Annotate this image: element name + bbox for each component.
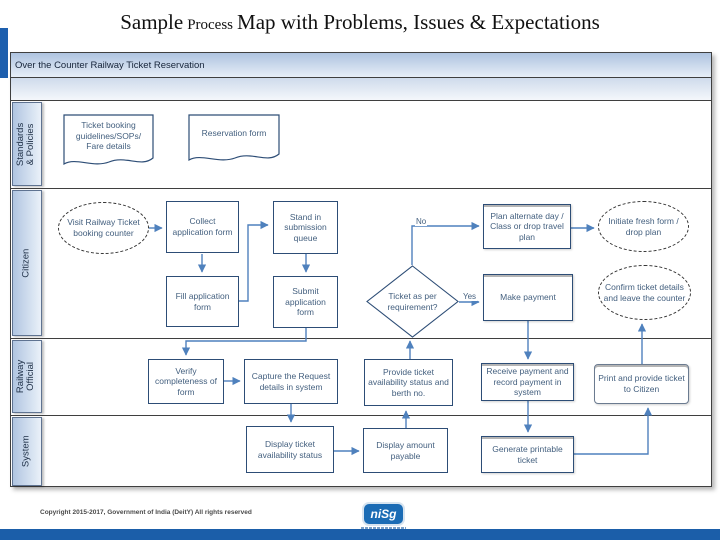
node-end-confirm-ticket: Confirm ticket details and leave the cou… <box>598 265 691 320</box>
node-label: Reservation form <box>201 128 267 138</box>
node-document-reservation-form: Reservation form <box>188 114 280 167</box>
page-title: Sample Process Map with Problems, Issues… <box>0 10 720 35</box>
node-label: Plan alternate day / Class or drop trave… <box>490 210 564 242</box>
node-fill-application-form: Fill application form <box>166 276 239 327</box>
process-map-diagram: Over the Counter Railway Ticket Reservat… <box>10 52 712 487</box>
lane-standards-policies: Standards & Policies <box>11 101 711 189</box>
pool-title-bar: Over the Counter Railway Ticket Reservat… <box>11 53 711 78</box>
node-label: Display amount payable <box>376 439 435 461</box>
lane-railway-official: Railway Official <box>11 339 711 416</box>
node-capture-request-details: Capture the Request details in system <box>244 359 338 404</box>
node-display-ticket-availability: Display ticket availability status <box>246 426 334 473</box>
node-generate-printable-ticket: Generate printable ticket <box>481 436 574 473</box>
node-print-provide-ticket: Print and provide ticket to Citizen <box>594 364 689 404</box>
bottom-accent-bar <box>0 529 720 540</box>
title-part-2: Process <box>187 17 234 33</box>
node-document-ticket-guidelines: Ticket booking guidelines/SOPs/ Fare det… <box>63 114 154 172</box>
node-label: Make payment <box>500 292 556 303</box>
node-verify-completeness: Verify completeness of form <box>148 359 224 404</box>
node-plan-alternate: Plan alternate day / Class or drop trave… <box>483 204 571 249</box>
node-label: Confirm ticket details and leave the cou… <box>603 281 686 303</box>
node-label: Display ticket availability status <box>257 438 323 460</box>
pool-subheader-band <box>11 78 711 101</box>
node-display-amount-payable: Display amount payable <box>363 428 448 473</box>
node-start-visit-counter: Visit Railway Ticket booking counter <box>58 202 149 254</box>
node-label: Initiate fresh form / drop plan <box>608 215 679 237</box>
node-collect-application-form: Collect application form <box>166 201 239 253</box>
node-make-payment: Make payment <box>483 274 573 321</box>
node-label: Provide ticket availability status and b… <box>368 366 449 398</box>
node-label: Generate printable ticket <box>492 443 563 465</box>
lane-label-railway-official: Railway Official <box>12 340 42 413</box>
copyright-text: Copyright 2015-2017, Government of India… <box>40 509 252 516</box>
node-label: Ticket booking guidelines/SOPs/ Fare det… <box>75 120 142 152</box>
node-label: Print and provide ticket to Citizen <box>598 373 685 394</box>
node-label: Receive payment and record payment in sy… <box>486 366 569 398</box>
lane-citizen: Citizen <box>11 189 711 339</box>
node-label: Fill application form <box>175 290 230 312</box>
node-provide-ticket-status: Provide ticket availability status and b… <box>364 359 453 406</box>
node-label: Verify completeness of form <box>155 365 217 397</box>
nisg-logo: niSg <box>362 502 405 526</box>
node-label: Collect application form <box>172 216 233 237</box>
node-label: Submit application form <box>285 286 326 318</box>
node-label: Capture the Request details in system <box>251 370 331 392</box>
edge-label-yes: Yes <box>462 292 478 301</box>
node-label: Ticket as per requirement? <box>387 291 438 312</box>
nisg-logo-text: niSg <box>370 507 397 521</box>
lane-label-citizen: Citizen <box>12 190 42 336</box>
lane-label-system: System <box>12 417 42 486</box>
node-decision-ticket-as-per-requirement: Ticket as per requirement? <box>366 265 459 338</box>
node-submit-application-form: Submit application form <box>273 276 338 328</box>
node-end-initiate-fresh-form: Initiate fresh form / drop plan <box>598 201 689 252</box>
node-label: Visit Railway Ticket booking counter <box>67 217 140 238</box>
lane-system: System <box>11 416 711 488</box>
left-accent-bar <box>0 28 8 78</box>
edge-label-no: No <box>415 217 428 226</box>
flow-connectors <box>149 220 653 456</box>
node-receive-payment: Receive payment and record payment in sy… <box>481 363 574 401</box>
lane-label-standards-policies: Standards & Policies <box>12 102 42 186</box>
pool-title: Over the Counter Railway Ticket Reservat… <box>15 59 205 71</box>
title-part-1: Sample <box>120 10 184 34</box>
node-label: Stand in submission queue <box>284 211 327 243</box>
node-stand-in-queue: Stand in submission queue <box>273 201 338 254</box>
title-part-3: Map with Problems, Issues & Expectations <box>237 10 600 34</box>
